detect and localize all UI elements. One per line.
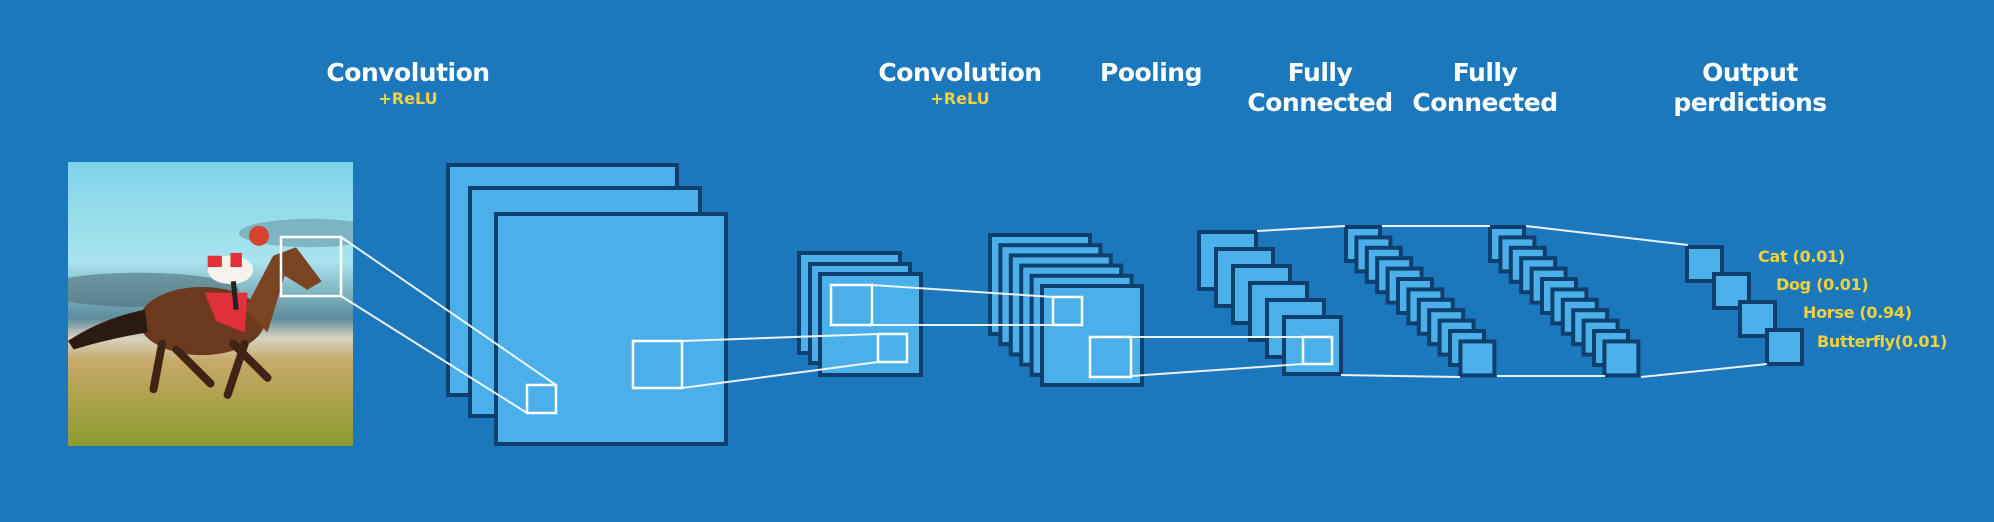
conv1-small-box [525, 383, 558, 415]
connector-line [1130, 363, 1304, 377]
connector-lines [340, 225, 1768, 414]
label-convolution-2: Convolution +ReLU [878, 58, 1042, 108]
label-title: Pooling [1099, 58, 1203, 87]
connector-line [1256, 225, 1346, 232]
label-pooling: Pooling [1099, 58, 1203, 88]
fc2-feature-map [1458, 339, 1497, 378]
connector-line [871, 284, 1054, 298]
conv2-box-b [876, 332, 909, 364]
output-feature-map [1712, 272, 1751, 310]
label-line-2: perdictions [1673, 88, 1827, 117]
fc1-box [1301, 335, 1334, 366]
label-line-1: Output [1702, 58, 1798, 87]
label-output-predictions: Output perdictions [1673, 58, 1827, 118]
conv2-box-a [829, 283, 874, 327]
connector-line [681, 361, 879, 389]
pool-stack [988, 233, 1144, 387]
conv1-feature-map [494, 212, 728, 446]
label-line-1: Fully [1452, 58, 1518, 87]
fc2-stack [1344, 225, 1497, 378]
label-line-2: Connected [1247, 88, 1393, 117]
highlight-boxes [525, 283, 1334, 415]
prediction-butterfly: Butterfly(0.01) [1817, 332, 1948, 351]
connector-line [340, 295, 528, 414]
label-fully-connected-1: Fully Connected [1247, 58, 1393, 118]
prediction-dog: Dog (0.01) [1776, 275, 1869, 294]
fc3-feature-map [1602, 339, 1641, 378]
fc1-stack [1197, 230, 1343, 376]
pool-box-b [1088, 335, 1133, 379]
output-stack [1685, 245, 1804, 366]
label-fully-connected-2: Fully Connected [1412, 58, 1558, 118]
prediction-cat: Cat (0.01) [1758, 247, 1845, 266]
pool-feature-map [1040, 284, 1144, 387]
prediction-horse: Horse (0.94) [1803, 303, 1912, 322]
label-line-2: Connected [1412, 88, 1558, 117]
conv1-large-box [631, 339, 684, 390]
feature-map-stacks [446, 163, 1804, 446]
label-title: Convolution [878, 58, 1042, 87]
pool-box-a [1051, 295, 1084, 327]
connector-line [340, 236, 557, 386]
connector-line [1340, 374, 1461, 378]
label-convolution-1: Convolution +ReLU [326, 58, 490, 108]
connector-line [681, 333, 879, 342]
fc3-stack [1488, 225, 1641, 378]
label-relu: +ReLU [930, 89, 990, 108]
connector-line [1640, 363, 1768, 378]
label-title: Convolution [326, 58, 490, 87]
output-feature-map [1765, 328, 1804, 366]
conv1-stack [446, 163, 728, 446]
connector-line [1525, 225, 1689, 246]
conv2-stack [797, 251, 923, 377]
label-relu: +ReLU [378, 89, 438, 108]
label-line-1: Fully [1287, 58, 1353, 87]
input-image [68, 162, 353, 446]
